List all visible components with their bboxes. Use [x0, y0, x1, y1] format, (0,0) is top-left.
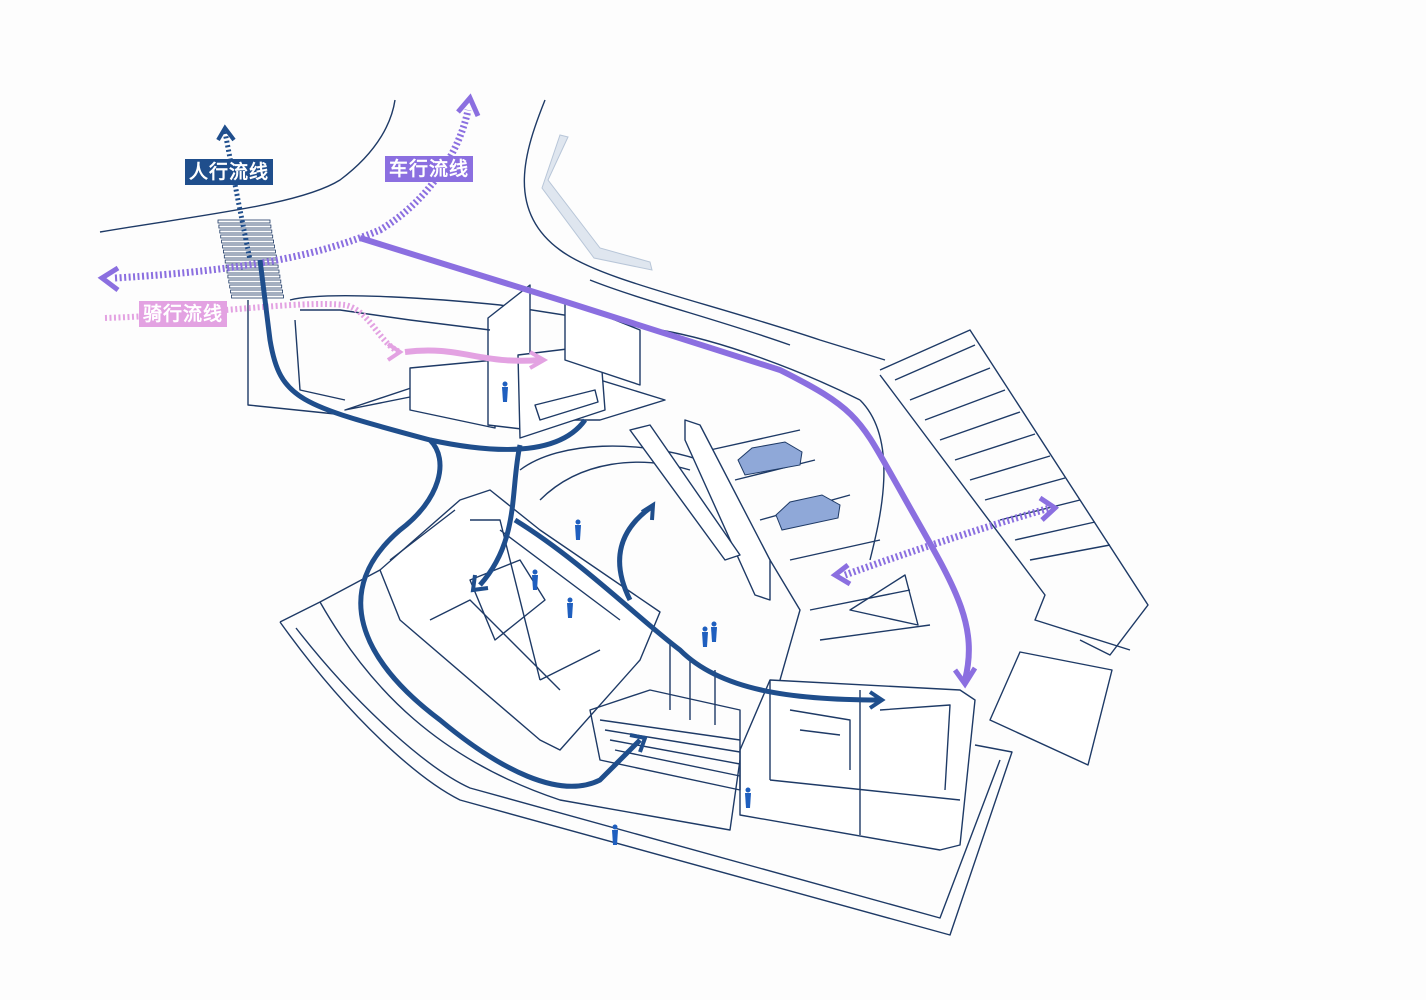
- crosswalk-stripe: [227, 274, 281, 279]
- vehicle-flow: [97, 93, 1060, 689]
- car-1: [737, 441, 803, 476]
- ramp: [541, 134, 653, 271]
- person-figure: [502, 381, 508, 402]
- person-figure: [567, 597, 573, 618]
- person-figure: [575, 519, 581, 540]
- person-figure: [711, 621, 717, 642]
- buildings: [294, 284, 976, 851]
- car-2: [775, 494, 841, 531]
- legend-cycling-flow: 骑行流线: [139, 301, 228, 327]
- road-outlines: [99, 99, 886, 561]
- parking-lot: [709, 329, 1149, 766]
- crosswalk-stripe: [229, 284, 283, 289]
- crosswalk-stripe: [220, 234, 274, 239]
- crosswalk-stripe: [231, 294, 284, 299]
- crosswalk-stripe: [226, 269, 280, 274]
- people-figures: [502, 381, 751, 845]
- parked-cars: [737, 441, 841, 531]
- person-figure: [612, 824, 618, 845]
- crosswalk-stripe: [230, 289, 284, 294]
- person-figure: [745, 787, 751, 808]
- crosswalk-stripe: [223, 254, 277, 259]
- crosswalk-stripe: [224, 259, 278, 264]
- cycling-flow: [104, 301, 549, 370]
- person-figure: [532, 569, 538, 590]
- legend-pedestrian-flow: 人行流线: [185, 159, 274, 185]
- legend-vehicle-flow: 车行流线: [385, 156, 474, 182]
- pedestrian-flow: [216, 124, 886, 789]
- person-figure: [702, 626, 708, 647]
- crosswalk-stripe: [225, 264, 279, 269]
- crosswalk: [217, 219, 284, 299]
- crosswalk-stripe: [228, 279, 282, 284]
